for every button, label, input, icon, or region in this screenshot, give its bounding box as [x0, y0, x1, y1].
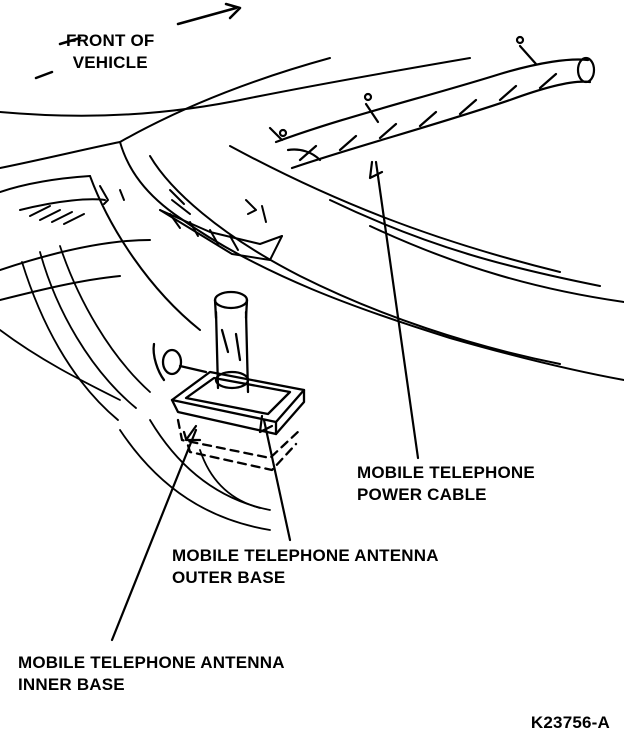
- front-of-vehicle-label: FRONT OF VEHICLE: [66, 30, 154, 74]
- power-cable-line-1: MOBILE TELEPHONE: [357, 463, 535, 482]
- power-cable-leader: [374, 160, 420, 460]
- leader-lines: [110, 160, 420, 642]
- front-direction-arrow: [34, 2, 242, 80]
- power-cable: [268, 35, 596, 170]
- figure-code: K23756-A: [530, 713, 610, 732]
- vehicle-roof-contours: [0, 57, 624, 381]
- front-of-vehicle-line-1: FRONT OF: [66, 31, 155, 50]
- outer-base-label: MOBILE TELEPHONE ANTENNA OUTER BASE: [172, 545, 439, 589]
- power-cable-line-2: POWER CABLE: [357, 485, 487, 504]
- outer-base-line-1: MOBILE TELEPHONE ANTENNA: [172, 546, 439, 565]
- power-cable-label: MOBILE TELEPHONE POWER CABLE: [357, 462, 535, 506]
- panel-contour-lines: [0, 245, 271, 531]
- outer-base-leader: [262, 418, 292, 542]
- inner-base-line-2: INNER BASE: [18, 675, 125, 694]
- trim-hatching: [29, 185, 283, 261]
- antenna-assembly: [152, 290, 306, 472]
- inner-base-leader: [110, 428, 198, 642]
- inner-base-label: MOBILE TELEPHONE ANTENNA INNER BASE: [18, 652, 285, 696]
- outer-base-line-2: OUTER BASE: [172, 568, 286, 587]
- front-of-vehicle-line-2: VEHICLE: [72, 53, 148, 72]
- inner-base-line-1: MOBILE TELEPHONE ANTENNA: [18, 653, 285, 672]
